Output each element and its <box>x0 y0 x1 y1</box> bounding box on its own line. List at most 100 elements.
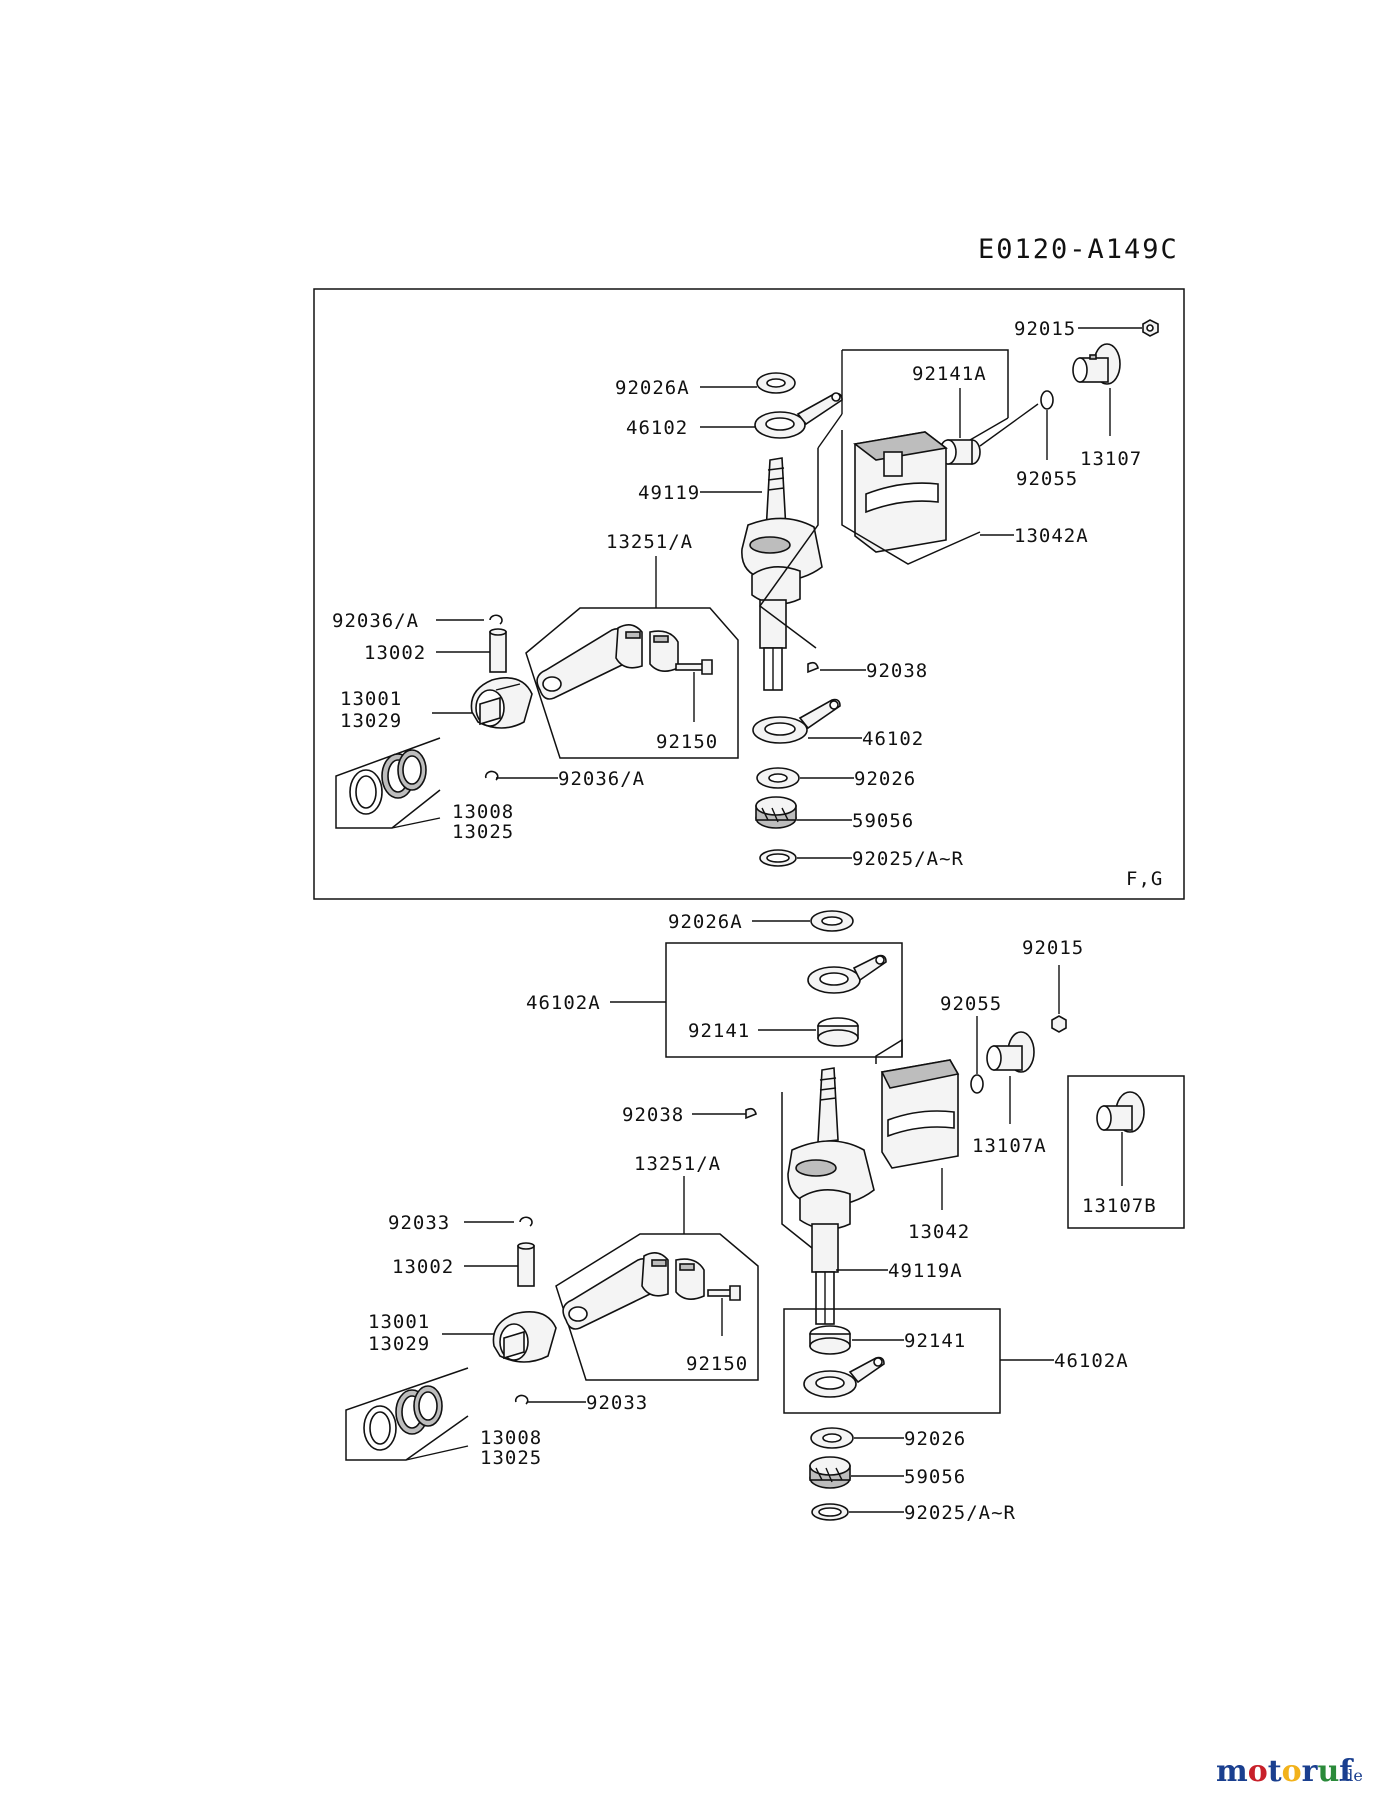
label-49119: 49119 <box>638 482 700 504</box>
label-92141A: 92141A <box>912 363 987 385</box>
label-13042: 13042 <box>908 1221 970 1243</box>
part-92150-bolt-lower <box>707 1285 741 1301</box>
label-92141-top: 92141 <box>688 1020 750 1042</box>
part-49119-crankshaft <box>741 457 823 691</box>
label-92026-lower: 92026 <box>904 1428 966 1450</box>
label-13001: 13001 <box>340 688 402 710</box>
part-92150-bolt <box>675 659 713 675</box>
part-92038-key <box>807 661 819 674</box>
watermark-logo: motoruf .de <box>1216 1754 1363 1789</box>
lower-assembly: 92026A 46102A 92141 92015 92055 <box>345 910 1185 1524</box>
label-92150: 92150 <box>656 731 718 753</box>
part-92015-bolt <box>1142 319 1159 337</box>
part-13002-piston-pin-lower <box>517 1242 535 1287</box>
connecting-rod-frame <box>525 607 739 759</box>
label-92141-bottom: 92141 <box>904 1330 966 1352</box>
part-92036A-circlip-top <box>489 614 503 625</box>
part-92025-shim <box>759 849 797 867</box>
part-92026A-washer-lower <box>810 910 854 932</box>
label-13025-lower: 13025 <box>480 1447 542 1469</box>
label-92055-lower: 92055 <box>940 993 1002 1015</box>
label-13107A: 13107A <box>972 1135 1047 1157</box>
part-13042-balancer <box>880 1059 960 1169</box>
label-92033-top: 92033 <box>388 1212 450 1234</box>
label-92015-lower: 92015 <box>1022 937 1084 959</box>
label-13001-lower: 13001 <box>368 1311 430 1333</box>
label-92025-lower: 92025/A~R <box>904 1502 1016 1524</box>
part-92038-key-lower <box>745 1107 757 1120</box>
label-92055: 92055 <box>1016 468 1078 490</box>
part-49119A-crankshaft <box>787 1067 875 1325</box>
label-46102A-bottom: 46102A <box>1054 1350 1129 1372</box>
part-92033-circlip-top <box>519 1216 533 1227</box>
part-13002-piston-pin <box>489 628 507 673</box>
label-13002-lower: 13002 <box>392 1256 454 1278</box>
part-13008-piston-rings <box>349 749 427 815</box>
part-13042A-balancer <box>853 431 948 553</box>
label-92026A-lower: 92026A <box>668 911 743 933</box>
part-46102-bearing-bottom <box>752 698 841 744</box>
label-13002: 13002 <box>364 642 426 664</box>
label-59056-lower: 59056 <box>904 1466 966 1488</box>
part-46102-bearing-top <box>754 392 843 439</box>
label-92038: 92038 <box>866 660 928 682</box>
label-13107B: 13107B <box>1082 1195 1157 1217</box>
part-13001-piston <box>470 677 533 729</box>
bearing-box-top <box>665 942 903 1058</box>
label-92036A-top: 92036/A <box>332 610 419 632</box>
part-13008-piston-rings-lower <box>363 1385 443 1451</box>
label-46102A-top: 46102A <box>526 992 601 1014</box>
part-46102A-bearing-top <box>807 954 887 994</box>
part-92026-washer <box>756 767 800 789</box>
label-46102-top: 46102 <box>626 417 688 439</box>
label-13251A: 13251/A <box>606 531 693 553</box>
part-13107B-bearing-cover <box>1096 1091 1145 1133</box>
part-46102A-bearing-bottom <box>803 1356 885 1398</box>
part-92015-bolt-lower <box>1051 1015 1067 1033</box>
label-92026: 92026 <box>854 768 916 790</box>
cover-box-13107B <box>1067 1075 1185 1229</box>
variant-label: F,G <box>1126 868 1163 890</box>
label-13107: 13107 <box>1080 448 1142 470</box>
part-13251A-connecting-rod-lower <box>562 1252 705 1330</box>
label-92036A-bottom: 92036/A <box>558 768 645 790</box>
bearing-box-bottom <box>783 1308 1001 1414</box>
label-13251A-lower: 13251/A <box>634 1153 721 1175</box>
part-13001-piston-lower <box>492 1311 557 1363</box>
label-92038-lower: 92038 <box>622 1104 684 1126</box>
part-92141-bushing-top <box>817 1017 859 1047</box>
label-92033-bottom: 92033 <box>586 1392 648 1414</box>
label-13008-lower: 13008 <box>480 1427 542 1449</box>
label-13029: 13029 <box>340 710 402 732</box>
label-92150-lower: 92150 <box>686 1353 748 1375</box>
label-13008: 13008 <box>452 801 514 823</box>
svg-text:.de: .de <box>1338 1766 1363 1785</box>
label-92015: 92015 <box>1014 318 1076 340</box>
part-92033-circlip-bottom <box>514 1394 529 1405</box>
upper-frame <box>313 288 1185 900</box>
part-92055-o-ring-lower <box>970 1074 984 1094</box>
label-49119A: 49119A <box>888 1260 963 1282</box>
part-13107-bearing-cover <box>1072 343 1121 385</box>
label-46102-bottom: 46102 <box>862 728 924 750</box>
part-92026-washer-lower <box>810 1427 854 1449</box>
part-92025-shim-lower <box>811 1503 849 1521</box>
label-92026A: 92026A <box>615 377 690 399</box>
part-59056-gear-lower <box>809 1456 851 1489</box>
part-13251A-connecting-rod <box>536 624 679 700</box>
label-13025: 13025 <box>452 821 514 843</box>
label-92025: 92025/A~R <box>852 848 964 870</box>
upper-assembly: F,G 92015 13107 92055 92141A <box>313 288 1185 900</box>
label-13042A: 13042A <box>1014 525 1089 547</box>
part-92036A-circlip-bottom <box>484 770 499 781</box>
diagram-code: E0120-A149C <box>978 234 1179 265</box>
part-92026A-washer <box>756 372 796 394</box>
part-92141-bushing-bottom <box>809 1325 851 1355</box>
svg-text:motoruf: motoruf <box>1216 1754 1354 1789</box>
part-59056-gear <box>755 796 797 829</box>
part-13107A-bearing-cover <box>986 1031 1035 1073</box>
label-13029-lower: 13029 <box>368 1333 430 1355</box>
connecting-rod-frame-lower <box>555 1233 759 1381</box>
